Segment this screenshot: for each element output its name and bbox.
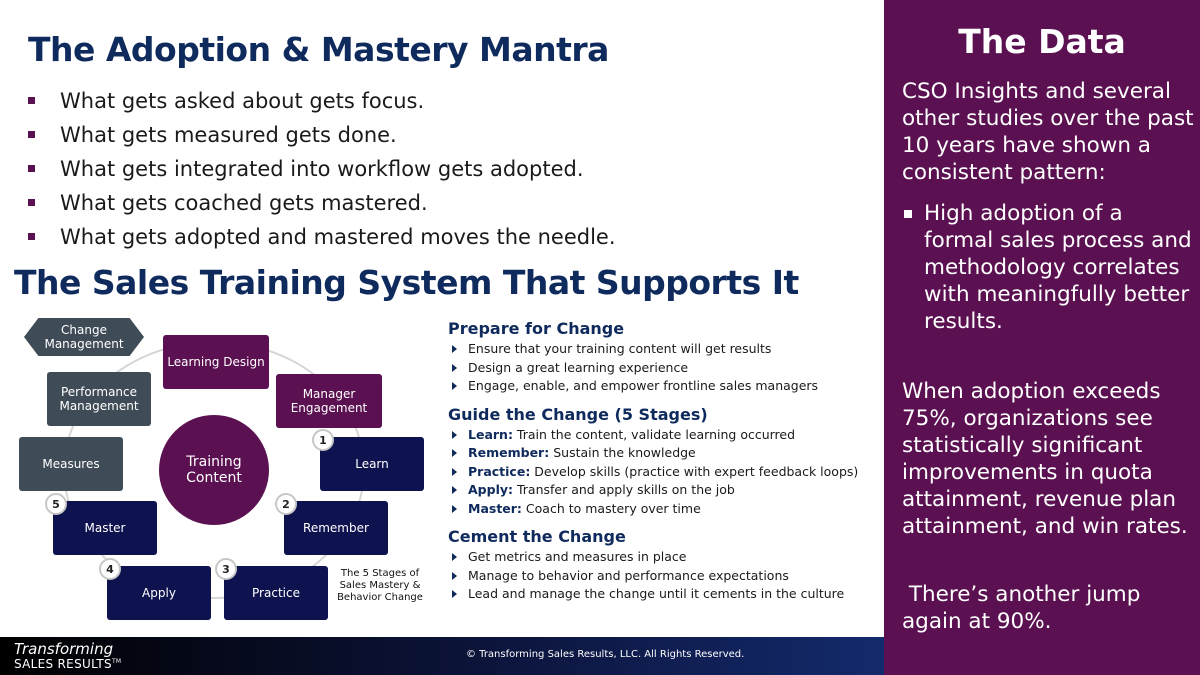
- bullet-square-icon: [28, 233, 35, 240]
- step-item: Lead and manage the change until it ceme…: [448, 585, 878, 604]
- bullet-square-icon: [28, 199, 35, 206]
- page-title: The Adoption & Mastery Mantra: [28, 30, 609, 69]
- step-item: Learn: Train the content, validate learn…: [448, 426, 878, 445]
- data-panel-title: The Data: [958, 22, 1126, 61]
- node-practice: Practice: [224, 566, 328, 620]
- training-system-diagram: Change Management Learning Design Manage…: [0, 310, 440, 630]
- section-title-cement: Cement the Change: [448, 527, 626, 546]
- mantra-item: What gets asked about gets focus.: [28, 86, 616, 120]
- node-change-management: Change Management: [24, 318, 144, 356]
- step-item: Design a great learning experience: [448, 359, 878, 378]
- bullet-square-icon: [904, 210, 912, 218]
- data-intro: CSO Insights and several other studies o…: [902, 79, 1194, 185]
- mantra-text: What gets coached gets mastered.: [60, 191, 428, 215]
- step-item: Remember: Sustain the knowledge: [448, 444, 878, 463]
- node-performance-management: Performance Management: [47, 372, 151, 426]
- arrow-right-icon: [452, 504, 457, 513]
- node-learning-design: Learning Design: [163, 335, 269, 389]
- bullet-square-icon: [28, 165, 35, 172]
- mantra-item: What gets adopted and mastered moves the…: [28, 222, 616, 256]
- footer-bar: Transforming SALES RESULTSTM © Transform…: [0, 637, 884, 675]
- arrow-right-icon: [452, 430, 457, 439]
- node-manager-engagement: Manager Engagement: [276, 374, 382, 428]
- arrow-right-icon: [452, 382, 457, 390]
- data-paragraph-3: There’s another jump again at 90%.: [902, 582, 1148, 634]
- mantra-item: What gets measured gets done.: [28, 120, 616, 154]
- arrow-right-icon: [452, 363, 457, 372]
- arrow-right-icon: [452, 345, 457, 353]
- mantra-text: What gets asked about gets focus.: [60, 89, 425, 113]
- mantra-item: What gets coached gets mastered.: [28, 188, 616, 222]
- steps-column: Prepare for Change Ensure that your trai…: [448, 318, 878, 604]
- step-item: Manage to behavior and performance expec…: [448, 567, 878, 586]
- data-bullet: High adoption of a formal sales process …: [902, 200, 1194, 335]
- logo-line-1: Transforming: [14, 640, 114, 658]
- step-item: Practice: Develop skills (practice with …: [448, 463, 878, 482]
- logo-line-2: SALES RESULTSTM: [14, 657, 122, 671]
- main-content: The Adoption & Mastery Mantra What gets …: [0, 30, 878, 630]
- node-measures: Measures: [19, 437, 123, 491]
- bullet-square-icon: [28, 131, 35, 138]
- step-item: Get metrics and measures in place: [448, 548, 878, 567]
- section-title-guide: Guide the Change (5 Stages): [448, 404, 708, 424]
- arrow-right-icon: [452, 449, 457, 457]
- node-master: Master: [53, 501, 157, 555]
- bullet-square-icon: [28, 97, 35, 104]
- system-title: The Sales Training System That Supports …: [14, 263, 799, 302]
- node-remember: Remember: [284, 501, 388, 555]
- arrow-right-icon: [452, 467, 457, 476]
- mantra-text: What gets integrated into workflow gets …: [60, 157, 584, 181]
- arrow-right-icon: [452, 590, 457, 598]
- mantra-text: What gets adopted and mastered moves the…: [60, 225, 616, 249]
- node-training-content: Training Content: [159, 415, 269, 525]
- stage-badge-4: 4: [99, 558, 121, 580]
- mantra-list: What gets asked about gets focus. What g…: [28, 86, 616, 256]
- mantra-item: What gets integrated into workflow gets …: [28, 154, 616, 188]
- stage-badge-3: 3: [215, 558, 237, 580]
- mantra-text: What gets measured gets done.: [60, 123, 397, 147]
- arrow-right-icon: [452, 571, 457, 580]
- step-item: Engage, enable, and empower frontline sa…: [448, 377, 878, 396]
- step-item: Master: Coach to mastery over time: [448, 500, 878, 519]
- data-paragraph-2: When adoption exceeds 75%, organizations…: [902, 379, 1188, 539]
- stage-badge-5: 5: [45, 493, 67, 515]
- node-learn: Learn: [320, 437, 424, 491]
- arrow-right-icon: [452, 486, 457, 494]
- node-apply: Apply: [107, 566, 211, 620]
- step-item: Apply: Transfer and apply skills on the …: [448, 481, 878, 500]
- stage-badge-1: 1: [312, 429, 334, 451]
- data-panel: The Data CSO Insights and several other …: [884, 0, 1200, 675]
- stage-badge-2: 2: [275, 493, 297, 515]
- arrow-right-icon: [452, 553, 457, 561]
- copyright-text: © Transforming Sales Results, LLC. All R…: [466, 649, 745, 660]
- step-item: Ensure that your training content will g…: [448, 340, 878, 359]
- section-title-prepare: Prepare for Change: [448, 319, 625, 338]
- diagram-caption: The 5 Stages of Sales Mastery & Behavior…: [337, 568, 423, 603]
